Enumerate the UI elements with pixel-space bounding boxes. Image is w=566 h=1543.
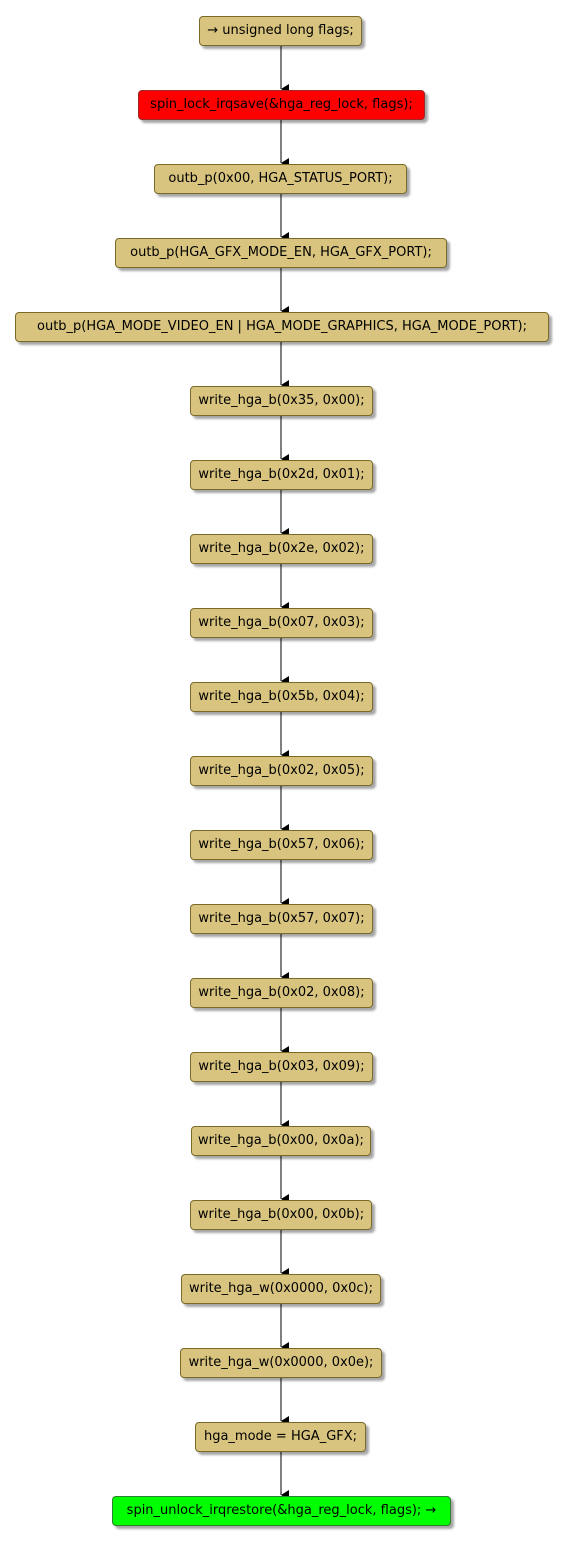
flow-node-write-b-01: write_hga_b(0x2d, 0x01);	[190, 460, 373, 490]
flow-node-write-w-0c: write_hga_w(0x0000, 0x0c);	[181, 1274, 381, 1304]
flow-node-outb-mode: outb_p(HGA_MODE_VIDEO_EN | HGA_MODE_GRAP…	[15, 312, 549, 342]
flow-node-write-b-08: write_hga_b(0x02, 0x08);	[190, 978, 373, 1008]
flow-node-outb-status: outb_p(0x00, HGA_STATUS_PORT);	[154, 164, 407, 194]
flow-node-spin-unlock: spin_unlock_irqrestore(&hga_reg_lock, fl…	[112, 1496, 451, 1526]
flow-node-write-b-02: write_hga_b(0x2e, 0x02);	[190, 534, 373, 564]
flow-node-spin-lock: spin_lock_irqsave(&hga_reg_lock, flags);	[138, 90, 425, 120]
flow-node-set-mode: hga_mode = HGA_GFX;	[195, 1422, 366, 1452]
flow-node-write-w-0e: write_hga_w(0x0000, 0x0e);	[180, 1348, 382, 1378]
flow-node-declare-flags: → unsigned long flags;	[199, 16, 362, 46]
flow-node-write-b-03: write_hga_b(0x07, 0x03);	[190, 608, 373, 638]
flow-node-write-b-0b: write_hga_b(0x00, 0x0b);	[190, 1200, 372, 1230]
flow-node-write-b-06: write_hga_b(0x57, 0x06);	[190, 830, 373, 860]
flow-node-write-b-09: write_hga_b(0x03, 0x09);	[190, 1052, 373, 1082]
flow-node-outb-gfx: outb_p(HGA_GFX_MODE_EN, HGA_GFX_PORT);	[115, 238, 447, 268]
flow-node-write-b-00: write_hga_b(0x35, 0x00);	[190, 386, 373, 416]
flow-node-write-b-04: write_hga_b(0x5b, 0x04);	[190, 682, 373, 712]
flow-node-write-b-05: write_hga_b(0x02, 0x05);	[190, 756, 373, 786]
flow-node-write-b-0a: write_hga_b(0x00, 0x0a);	[191, 1126, 371, 1156]
flow-node-write-b-07: write_hga_b(0x57, 0x07);	[190, 904, 373, 934]
